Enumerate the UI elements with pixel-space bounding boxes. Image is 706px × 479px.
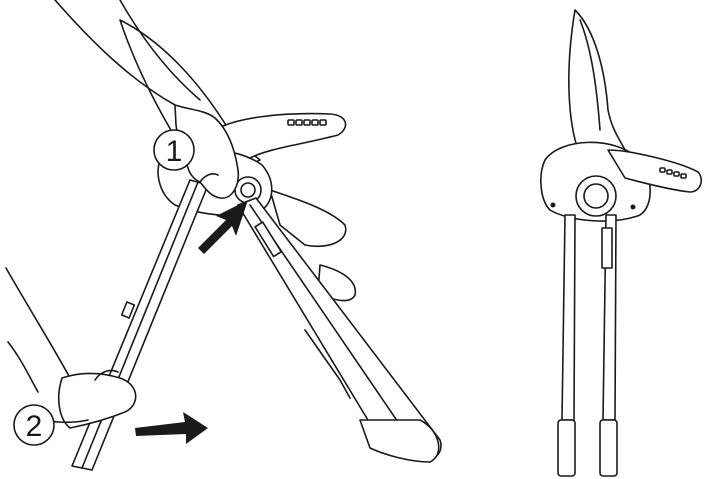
lower-arm-2 [6, 268, 70, 378]
front-leg-foot [360, 420, 439, 462]
folded-left-leg [562, 215, 575, 420]
step-1-label: 1 [166, 135, 183, 168]
folded-release-button-inner [584, 184, 608, 208]
release-button-center [241, 183, 255, 197]
step-2-callout: 2 [14, 405, 54, 445]
tray-button-row [288, 120, 326, 125]
folded-left-foot [558, 420, 575, 476]
folded-leg-latch [602, 228, 612, 268]
step-2-arrow [135, 412, 208, 444]
folded-backrest [569, 10, 625, 150]
leg-clip [122, 302, 135, 318]
left-chair-illustration: 1 2 [6, 0, 441, 470]
step-1-callout: 1 [154, 130, 194, 170]
right-folded-chair-illustration [541, 10, 701, 476]
hand-2 [59, 374, 136, 429]
step-2-label: 2 [26, 410, 43, 443]
folded-right-foot [600, 420, 617, 476]
